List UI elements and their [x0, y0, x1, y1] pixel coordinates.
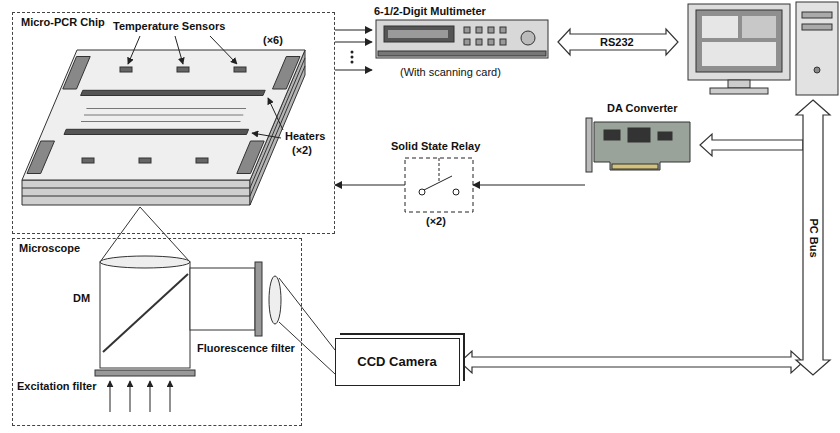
node-title: Solid State Relay — [391, 140, 480, 153]
count-label: (×6) — [262, 34, 284, 47]
signal-arrow — [335, 29, 372, 30]
node-title: PC Bus — [807, 218, 820, 257]
node-note: (With scanning card) — [400, 66, 501, 79]
microscope-region: Microscope — [12, 238, 302, 426]
bus-arrow: PC Bus — [803, 100, 823, 375]
signal-label: RS232 — [599, 36, 635, 49]
part-label: Heaters — [284, 130, 326, 143]
node-title: DA Converter — [607, 102, 678, 115]
node-title: Microscope — [19, 242, 80, 255]
da-converter-card: DA Converter — [585, 102, 700, 178]
excitation-light — [110, 381, 170, 412]
signal-arrow — [335, 41, 372, 42]
multimeter — [376, 20, 548, 58]
computer — [688, 2, 838, 95]
multimeter-device: 6-1/2-Digit Multimeter (With scanning car… — [372, 4, 552, 82]
part-label: DM — [72, 292, 91, 305]
node-title: 6-1/2-Digit Multimeter — [374, 5, 486, 18]
node-note: (×2) — [426, 215, 446, 228]
leader-line — [128, 36, 283, 138]
signal-arrow — [473, 184, 585, 185]
pcr-chip — [22, 50, 305, 205]
bus-arrow-outline — [796, 100, 830, 375]
da-card — [586, 118, 690, 172]
part-label: Temperature Sensors — [112, 20, 226, 33]
node-title: Micro-PCR Chip — [21, 16, 105, 29]
ellipsis-dots — [351, 51, 354, 64]
signal-arrow — [335, 184, 405, 185]
rs232-arrow — [558, 29, 678, 55]
chip-region: Micro-PCR Chip — [12, 12, 335, 234]
node-title: CCD Camera — [336, 354, 458, 369]
part-label: Fluorescence filter — [196, 342, 296, 355]
count-label: (×2) — [291, 144, 313, 157]
bus-arrow — [460, 351, 803, 373]
relay-box: Solid State Relay(×2) — [405, 140, 473, 232]
microscope-optics — [95, 256, 335, 376]
zoom-line — [100, 207, 190, 262]
camera-box: CCD Camera — [335, 338, 460, 386]
part-label: Excitation filter — [16, 380, 97, 393]
relay-switch — [405, 158, 473, 212]
bus-arrow — [700, 134, 803, 156]
signal-arrow — [335, 69, 372, 70]
